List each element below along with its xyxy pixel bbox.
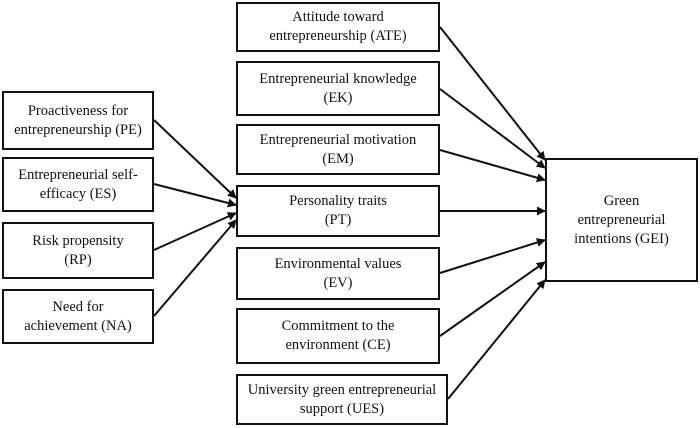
edge-ce-to-gei (439, 261, 546, 337)
node-university-green-support: University green entrepreneurial support… (236, 374, 448, 425)
node-risk-propensity: Risk propensity (RP) (2, 222, 154, 279)
node-label: Entrepreneurial self- efficacy (ES) (18, 166, 138, 202)
node-label: Environmental values (EV) (274, 255, 402, 291)
node-label: Entrepreneurial motivation (EM) (259, 131, 417, 167)
node-environmental-values: Environmental values (EV) (236, 247, 440, 300)
node-commitment-to-environment: Commitment to the environment (CE) (236, 308, 440, 364)
node-self-efficacy: Entrepreneurial self- efficacy (ES) (2, 157, 154, 212)
node-label: Entrepreneurial knowledge (EK) (259, 70, 417, 106)
edge-ek-to-gei (439, 88, 546, 169)
edge-ues-to-gei (447, 279, 546, 400)
node-proactiveness: Proactiveness for entrepreneurship (PE) (2, 91, 154, 150)
node-entrepreneurial-knowledge: Entrepreneurial knowledge (EK) (236, 61, 440, 116)
node-entrepreneurial-motivation: Entrepreneurial motivation (EM) (236, 124, 440, 175)
edge-ev-to-gei (439, 238, 546, 274)
node-personality-traits: Personality traits (PT) (236, 185, 440, 237)
edge-ate-to-gei (439, 26, 546, 161)
node-need-for-achievement: Need for achievement (NA) (2, 289, 154, 344)
edge-na-to-pt (153, 219, 237, 317)
node-green-entrepreneurial-intentions: Green entrepreneurial intentions (GEI) (545, 158, 698, 282)
node-label: Attitude toward entrepreneurship (ATE) (269, 9, 407, 44)
node-label: Proactiveness for entrepreneurship (PE) (14, 102, 142, 138)
edge-rp-to-pt (153, 212, 237, 251)
edge-es-to-pt (153, 183, 237, 208)
node-label: Green entrepreneurial intentions (GEI) (574, 192, 669, 247)
node-attitude-toward-entrepreneurship: Attitude toward entrepreneurship (ATE) (236, 2, 440, 52)
node-label: Need for achievement (NA) (24, 298, 132, 334)
node-label: Risk propensity (RP) (32, 232, 124, 268)
node-label: Personality traits (PT) (289, 193, 387, 228)
node-label: Commitment to the environment (CE) (281, 318, 395, 353)
edge-pe-to-pt (153, 119, 237, 199)
node-label: University green entrepreneurial support… (247, 381, 437, 417)
edge-em-to-gei (439, 149, 546, 183)
